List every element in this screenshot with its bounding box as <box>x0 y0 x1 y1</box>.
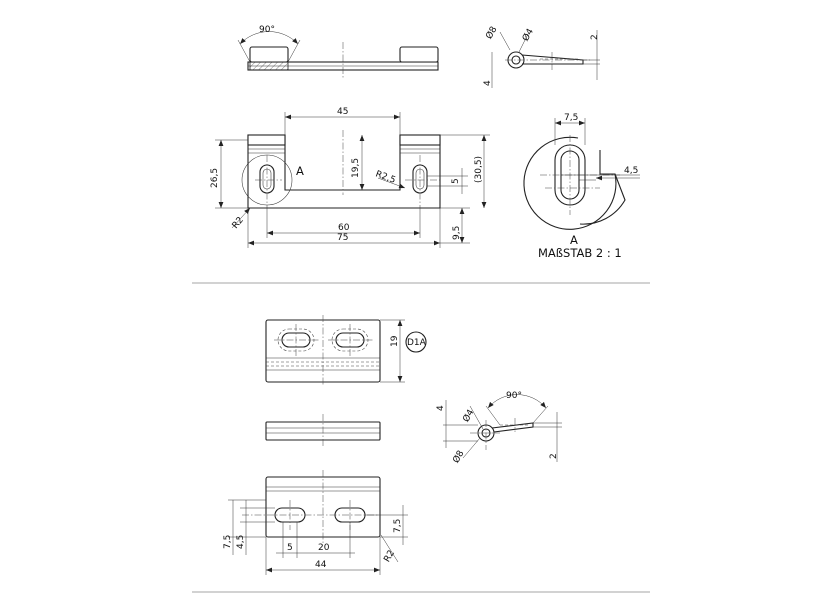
detail-scale-label: MAßSTAB 2 : 1 <box>538 246 622 260</box>
side-view-dia-inner: Ø4 <box>520 26 536 43</box>
front-dim-60: 60 <box>338 223 350 233</box>
front-dim-44: 44 <box>315 560 327 570</box>
upper-front-view: 45 26,5 19,5 A R2,5 5 (30,5) R2 60 <box>210 107 490 248</box>
front-radius-2: R2 <box>382 549 397 564</box>
front-radius-2-5: R2,5 <box>374 169 397 185</box>
top-view-angle-label: 90° <box>259 25 275 35</box>
side-view-height: 4 <box>483 80 493 86</box>
upper-side-view: Ø8 Ø4 2 4 <box>483 24 600 88</box>
front-dim-9-5: 9,5 <box>452 226 462 240</box>
front-dim-7-5-left: 7,5 <box>223 535 233 549</box>
front-radius-2: R2 <box>231 215 246 231</box>
lower-side-dia-inner: Ø4 <box>461 407 477 424</box>
front-dim-75: 75 <box>337 233 348 243</box>
front-dim-20: 20 <box>318 543 330 553</box>
front-dim-45: 45 <box>337 107 348 117</box>
detail-label-A: A <box>570 233 578 247</box>
front-dim-30-5: (30,5) <box>474 156 484 183</box>
lower-front-view: 7,5 4,5 5 20 7,5 R2 44 <box>223 470 408 575</box>
lower-side-view: 90° 4 Ø4 Ø8 2 <box>436 391 562 465</box>
front-dim-5: 5 <box>451 178 461 184</box>
detail-dim-7-5: 7,5 <box>564 113 578 123</box>
upper-top-view: 90° <box>237 25 439 78</box>
lower-side-dia-outer: Ø8 <box>451 448 467 465</box>
detail-dim-4-5: 4,5 <box>624 166 638 176</box>
front-dim-5: 5 <box>287 543 293 553</box>
lower-side-strip <box>265 414 381 446</box>
front-label-A: A <box>296 164 304 178</box>
front-dim-7-5-right: 7,5 <box>393 519 403 533</box>
detail-view-A: 7,5 4,5 A MAßSTAB 2 : 1 <box>523 113 640 260</box>
plan-material-code: D1A <box>407 338 427 348</box>
side-view-thickness: 2 <box>590 34 600 40</box>
front-dim-26-5: 26,5 <box>210 168 220 188</box>
lower-side-height: 4 <box>436 405 446 411</box>
lower-side-angle-label: 90° <box>506 391 522 401</box>
plan-dim-19: 19 <box>390 335 400 347</box>
side-view-dia-outer: Ø8 <box>484 24 500 41</box>
front-dim-4-5: 4,5 <box>236 535 246 549</box>
lower-plan-view: 19 D1A <box>265 315 427 385</box>
lower-side-thickness: 2 <box>549 453 559 459</box>
front-dim-19-5: 19,5 <box>351 158 361 178</box>
